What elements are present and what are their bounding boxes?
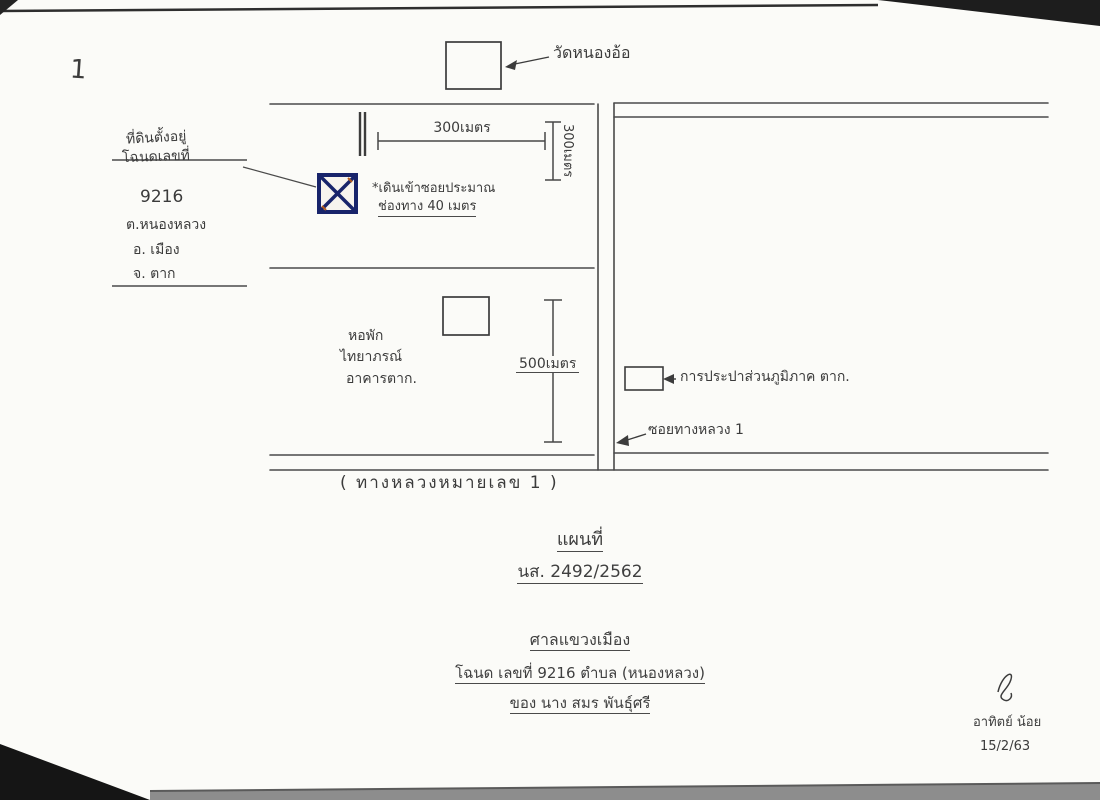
distance-label-middle: 500เมตร	[516, 356, 580, 374]
sign-date: 15/2/63	[980, 739, 1031, 754]
building-label-1: หอพัก	[348, 328, 384, 344]
address-province: จ. ตาก	[133, 266, 176, 282]
highway-caption: ( ทางหลวงหมายเลข 1 )	[340, 473, 559, 493]
soi-note-line-1: *เดินเข้าซอยประมาณ	[372, 181, 496, 196]
waterworks-label: การประปาส่วนภูมิภาค ตาก.	[680, 369, 850, 385]
building-label-2: ไทยาภรณ์	[340, 349, 403, 365]
waterworks-arrow	[663, 374, 676, 384]
address-pointer-line	[242, 166, 317, 188]
signer-name: อาทิตย์ น้อย	[973, 715, 1042, 730]
footer-deed-row: โฉนด เลขที่ 9216 ตำบล (หนองหลวง)	[420, 661, 740, 685]
soi-note-line-2: ช่องทาง 40 เมตร	[378, 199, 477, 217]
address-deed-number: 9216	[140, 187, 184, 207]
footer-office-row: ศาลแขวงเมือง	[420, 628, 740, 653]
land-plot-marker	[317, 173, 358, 214]
temple-arrow	[505, 56, 550, 70]
waterworks-rect	[624, 366, 664, 391]
address-subdistrict: ต.หนองหลวง	[126, 217, 207, 233]
soi-sign-label: ซอยทางหลวง 1	[648, 422, 744, 438]
footer-title-row: แผนที่	[420, 524, 740, 553]
footer-doc-number: นส. 2492/2562	[517, 562, 643, 584]
footer-docno-row: นส. 2492/2562	[420, 558, 740, 585]
building-rect	[442, 296, 490, 336]
footer-owner-row: ของ นาง สมร พันธุ์ศรี	[420, 691, 740, 715]
address-district: อ. เมือง	[133, 242, 180, 258]
measurement-lines	[377, 121, 562, 443]
temple-rect	[445, 41, 502, 90]
soi-sign-arrow	[616, 433, 647, 446]
soi-entrance-mark	[358, 112, 367, 156]
footer-deed-line: โฉนด เลขที่ 9216 ตำบล (หนองหลวง)	[455, 664, 705, 684]
temple-label: วัดหนองอ้อ	[553, 43, 631, 62]
address-block-rules	[112, 159, 247, 287]
distance-label-right: 300เมตร	[560, 124, 575, 178]
address-line-1: ที่ดินตั้งอยู่	[125, 128, 187, 148]
footer-office: ศาลแขวงเมือง	[529, 630, 631, 651]
footer-owner-line: ของ นาง สมร พันธุ์ศรี	[509, 694, 651, 714]
stray-pen-mark: 1	[69, 54, 88, 86]
road-lines	[269, 102, 1049, 471]
footer-title: แผนที่	[556, 529, 604, 552]
distance-label-top: 300เมตร	[433, 120, 491, 136]
signature-squiggle	[997, 673, 1013, 702]
address-line-2: โฉนดเลขที่	[121, 147, 191, 167]
building-label-3: อาคารตาก.	[346, 371, 417, 387]
